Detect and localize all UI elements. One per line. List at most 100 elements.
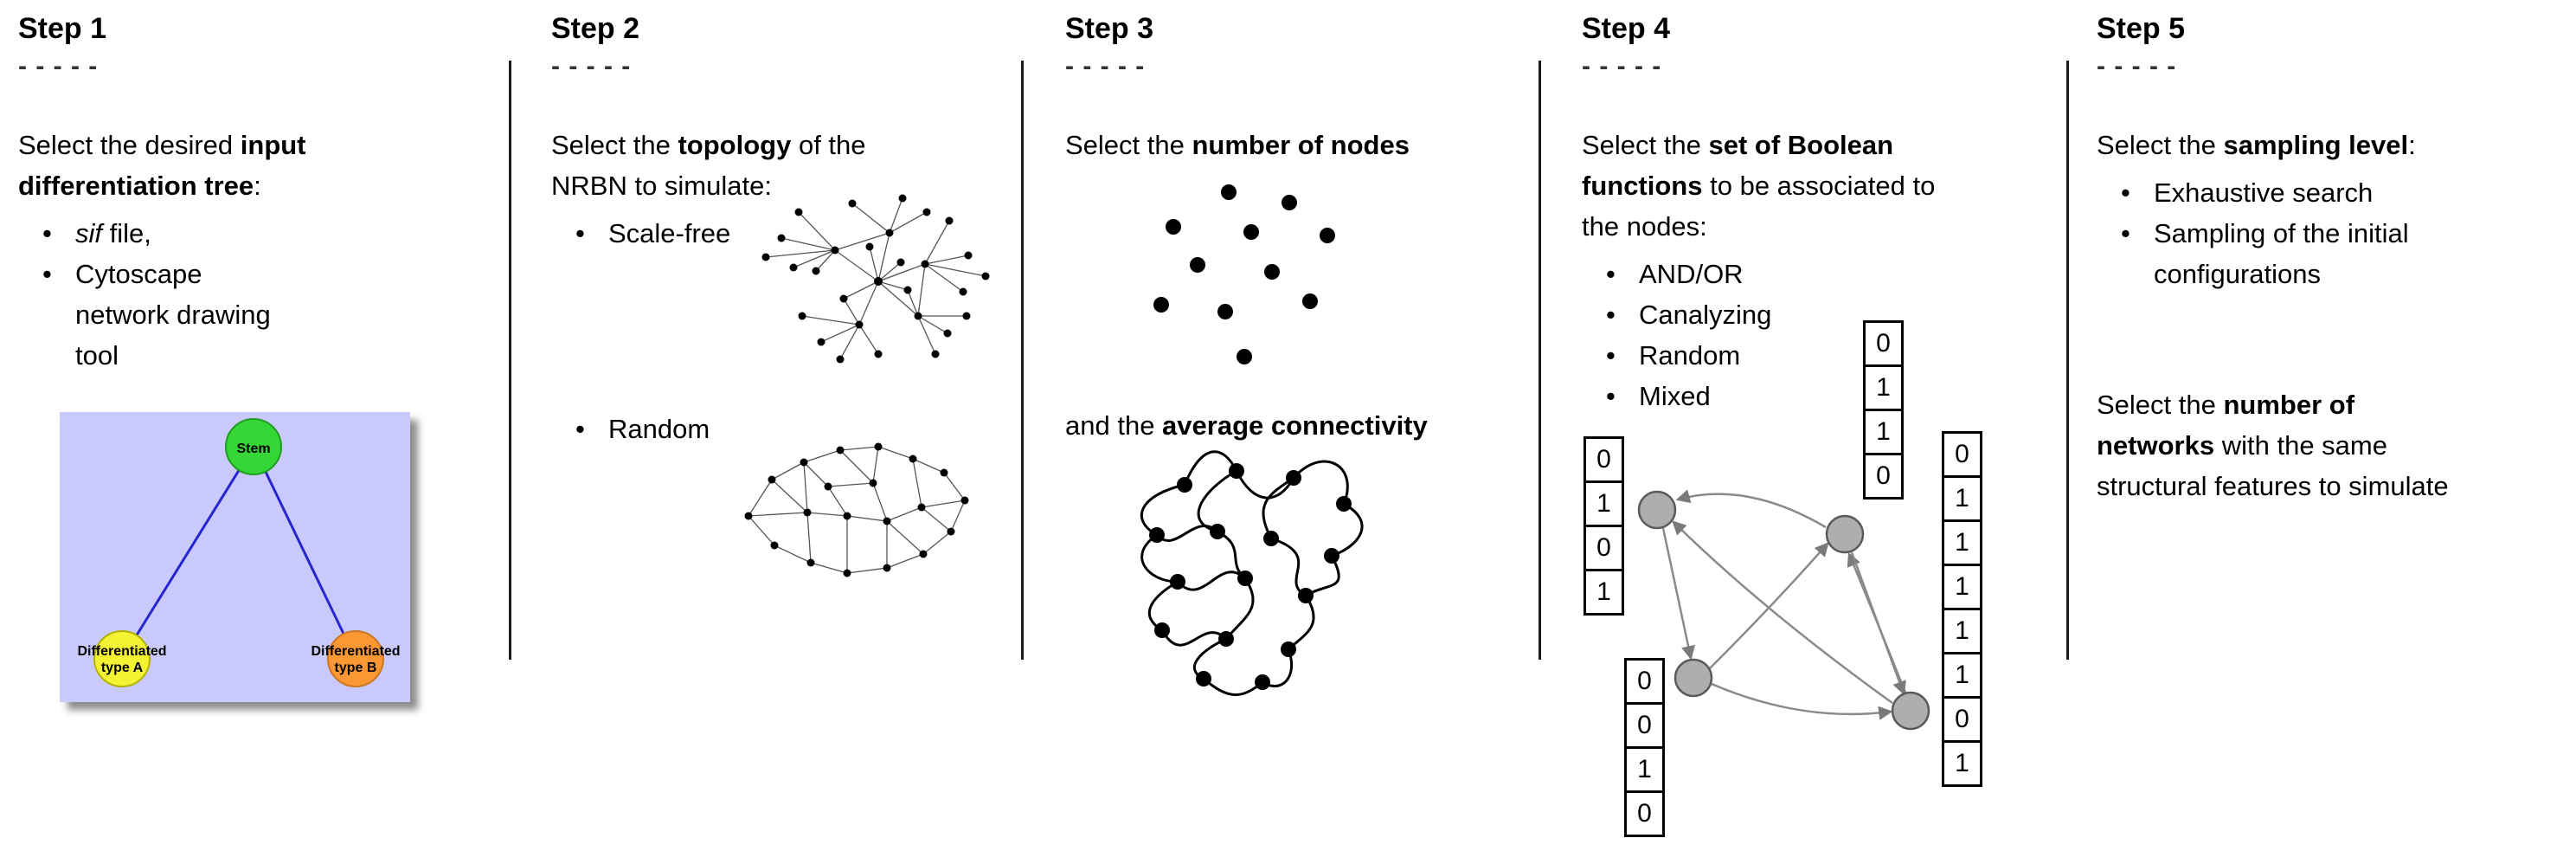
step-4-dashes: - - - - - — [1582, 52, 1662, 81]
truth-table-cell: 0 — [1584, 525, 1624, 571]
step-3-dashes: - - - - - — [1065, 52, 1146, 81]
text-line: Select the desired input — [18, 130, 306, 160]
text-line: Select the sampling level: — [2097, 130, 2416, 160]
step-5-description-2: Select the number of networks with the s… — [2097, 384, 2573, 506]
differentiation-tree-graphic: Stem Differentiated type A Differentiate… — [60, 412, 410, 702]
step-1-column: Step 1 - - - - - Select the desired inpu… — [18, 0, 503, 702]
column-divider — [2066, 61, 2069, 660]
random-nodes — [744, 442, 969, 577]
list-item-canalyzing: Canalyzing — [1582, 294, 2053, 335]
column-divider — [1021, 61, 1024, 660]
truth-table-cell: 1 — [1942, 475, 1982, 522]
list-item-random: Random — [1582, 335, 2053, 376]
step-2-column: Step 2 - - - - - Select the topology of … — [551, 0, 1005, 577]
step-4-description: Select the set of Boolean functions to b… — [1582, 125, 2053, 247]
list-item-and-or: AND/OR — [1582, 254, 2053, 294]
step-5-dashes: - - - - - — [2097, 52, 2177, 81]
scattered-nodes — [1153, 184, 1335, 364]
text-line: structural features to simulate — [2097, 471, 2449, 501]
truth-table-cell: 1 — [1624, 746, 1665, 793]
truth-table-cell: 1 — [1584, 480, 1624, 527]
differentiation-tree-image: Stem Differentiated type A Differentiate… — [60, 412, 410, 702]
text-line: Select the number of — [2097, 390, 2355, 420]
step-5-sampling-list: Exhaustive search Sampling of the initia… — [2097, 172, 2573, 294]
list-item-random: Random — [551, 409, 710, 449]
truth-table-cell: 1 — [1863, 364, 1904, 411]
network-arrows — [1661, 489, 1907, 720]
truth-table-cell: 1 — [1863, 409, 1904, 455]
type-b-label-line1: Differentiated — [311, 644, 400, 659]
text-line: and the average connectivity — [1065, 410, 1428, 441]
text-line: Select the set of Boolean — [1582, 130, 1894, 160]
text-line: Select the topology of the — [551, 130, 866, 160]
text-line: differentiation tree: — [18, 171, 261, 201]
step-1-description: Select the desired input differentiation… — [18, 125, 503, 206]
scale-free-network-graphic — [761, 194, 990, 364]
truth-table-cell: 1 — [1942, 608, 1982, 654]
truth-table-cell: 1 — [1942, 740, 1982, 787]
list-item-mixed: Mixed — [1582, 376, 2053, 416]
truth-table-left: 0 1 0 1 — [1584, 436, 1624, 616]
list-item: sif file, — [18, 213, 295, 254]
column-divider — [1539, 61, 1541, 660]
scale-free-nodes — [761, 194, 990, 364]
text-line: NRBN to simulate: — [551, 171, 772, 201]
step-4-function-list: AND/OR Canalyzing Random Mixed — [1582, 254, 2053, 416]
truth-table-cell: 0 — [1942, 696, 1982, 743]
stem-node — [225, 418, 282, 475]
network-nodes — [1637, 490, 1930, 731]
truth-table-cell: 1 — [1942, 519, 1982, 566]
truth-table-right: 0 1 1 1 1 1 0 1 — [1942, 431, 1982, 787]
truth-table-bottom: 0 0 1 0 — [1624, 658, 1665, 837]
tree-edge — [120, 446, 255, 660]
truth-table-cell: 0 — [1942, 431, 1982, 478]
stem-node-label: Stem — [236, 442, 270, 456]
type-a-label-line2: type A — [101, 661, 144, 675]
step-4-column: Step 4 - - - - - Select the set of Boole… — [1582, 0, 2053, 837]
truth-table-cell: 1 — [1942, 564, 1982, 610]
truth-table-cell: 0 — [1624, 702, 1665, 749]
truth-table-cell: 0 — [1624, 658, 1665, 705]
step-1-options-list: sif file, Cytoscape network drawing tool — [18, 213, 503, 376]
step-5-column: Step 5 - - - - - Select the sampling lev… — [2097, 0, 2573, 506]
type-a-label-line1: Differentiated — [77, 644, 166, 659]
step-2-topology-list: Scale-free — [551, 213, 1005, 254]
step-2-description: Select the topology of the NRBN to simul… — [551, 125, 1005, 206]
random-network-graphic — [744, 442, 969, 577]
step-1-title: Step 1 — [18, 12, 107, 45]
step-2-dashes: - - - - - — [551, 52, 632, 81]
text-line: networks with the same — [2097, 430, 2387, 461]
text-line: Select the number of nodes — [1065, 130, 1410, 160]
list-item-exhaustive: Exhaustive search — [2097, 172, 2425, 213]
truth-table-cell: 0 — [1584, 436, 1624, 483]
truth-table-cell: 0 — [1863, 320, 1904, 367]
tree-edge — [252, 446, 357, 660]
differentiated-type-a-node — [93, 630, 151, 687]
step-5-title: Step 5 — [2097, 12, 2186, 45]
type-b-label-line2: type B — [335, 661, 377, 675]
step-1-dashes: - - - - - — [18, 52, 99, 81]
step-3-title: Step 3 — [1065, 12, 1154, 45]
truth-table-cell: 1 — [1942, 652, 1982, 699]
differentiated-type-b-node — [327, 630, 384, 687]
list-item: Cytoscape network drawing tool — [18, 254, 295, 376]
scattered-nodes-graphic — [1153, 184, 1335, 364]
scale-free-edges — [765, 197, 986, 360]
step-3-description-2: and the average connectivity — [1065, 405, 1428, 446]
tangle-edges — [1140, 450, 1364, 696]
random-edges — [748, 446, 966, 574]
tangle-nodes — [1149, 463, 1352, 690]
step-2-title: Step 2 — [551, 12, 640, 45]
truth-table-cell: 1 — [1584, 569, 1624, 616]
step-2-topology-list-2: Random — [551, 409, 710, 449]
text-line: functions to be associated to — [1582, 171, 1936, 201]
step-3-description: Select the number of nodes — [1065, 125, 1532, 165]
column-divider — [509, 61, 511, 660]
truth-table-cell: 0 — [1624, 790, 1665, 837]
truth-table-cell: 0 — [1863, 453, 1904, 500]
step-5-description: Select the sampling level: — [2097, 125, 2573, 165]
boolean-network-diagram — [1637, 489, 1930, 731]
step-3-column: Step 3 - - - - - Select the number of no… — [1065, 0, 1532, 696]
truth-table-top: 0 1 1 0 — [1863, 320, 1904, 500]
